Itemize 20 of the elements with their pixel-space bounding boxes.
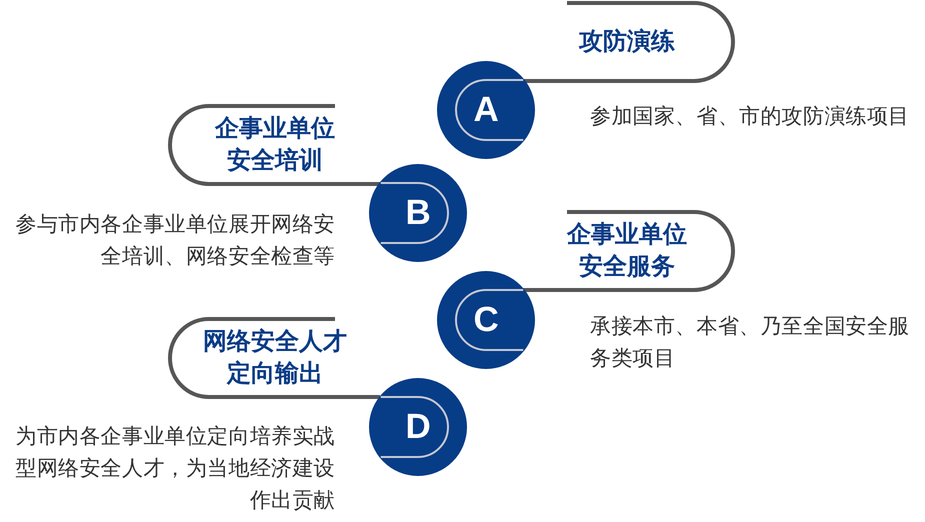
step-letter: D bbox=[406, 409, 431, 445]
description-text: 参加国家、省、市的攻防演练项目 bbox=[590, 104, 910, 130]
heading-bracket bbox=[168, 104, 380, 186]
step-letter: B bbox=[406, 195, 431, 231]
step-circle bbox=[437, 61, 535, 159]
description-text: 参与市内各企事业单位展开网络安全培训、网络安全检查等 bbox=[14, 212, 335, 270]
step-letter: C bbox=[474, 302, 499, 338]
description-text: 承接本市、本省、乃至全国安全服务类项目 bbox=[590, 314, 910, 372]
description-text: 为市内各企事业单位定向培养实战型网络安全人才，为当地经济建设作出贡献 bbox=[14, 424, 335, 514]
section-heading: 企事业单位安全服务 bbox=[566, 220, 688, 282]
step-circle bbox=[369, 378, 467, 476]
step-circle bbox=[369, 164, 467, 262]
heading-bracket bbox=[522, 210, 735, 292]
step-letter: A bbox=[474, 92, 499, 128]
section-heading: 企事业单位安全培训 bbox=[214, 114, 336, 176]
heading-bracket bbox=[168, 317, 380, 399]
heading-bracket bbox=[522, 1, 735, 83]
section-heading: 网络安全人才定向输出 bbox=[202, 327, 348, 389]
section-heading: 攻防演练 bbox=[579, 27, 675, 57]
step-circle bbox=[437, 271, 535, 369]
